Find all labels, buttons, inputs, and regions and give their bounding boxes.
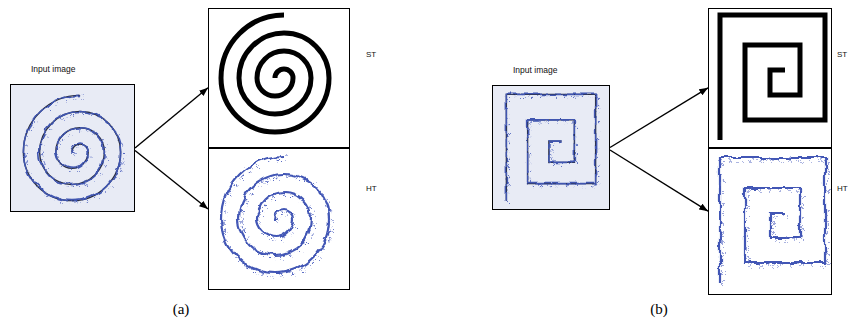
arrow-connector (135, 88, 208, 148)
image-panel: ST (708, 8, 832, 148)
static-template (720, 15, 825, 140)
panel-label: HT (837, 185, 848, 193)
arrow-connector (610, 150, 708, 211)
panel-label: Input image (31, 65, 75, 74)
subfigure-label: (a) (173, 302, 190, 317)
paper-ground (492, 85, 610, 210)
arrow-connector (135, 151, 208, 210)
panel-label: HT (366, 185, 377, 193)
hand-tracing (221, 156, 329, 273)
paper-ground (10, 84, 135, 212)
panel-label: ST (366, 51, 376, 59)
image-panel: Input image (492, 85, 610, 210)
meander-drawing (506, 94, 595, 200)
panel-label: Input image (513, 66, 557, 75)
subfigure-label: (b) (650, 302, 668, 317)
image-panel: HT (208, 148, 350, 290)
static-template (221, 15, 329, 132)
arrow-connector (610, 88, 708, 148)
hand-tracing (720, 158, 825, 283)
spiral-drawing (23, 95, 120, 200)
image-panel: HT (708, 148, 832, 295)
panel-label: ST (837, 51, 847, 59)
image-panel: Input image (10, 84, 135, 212)
image-panel: ST (208, 8, 350, 148)
